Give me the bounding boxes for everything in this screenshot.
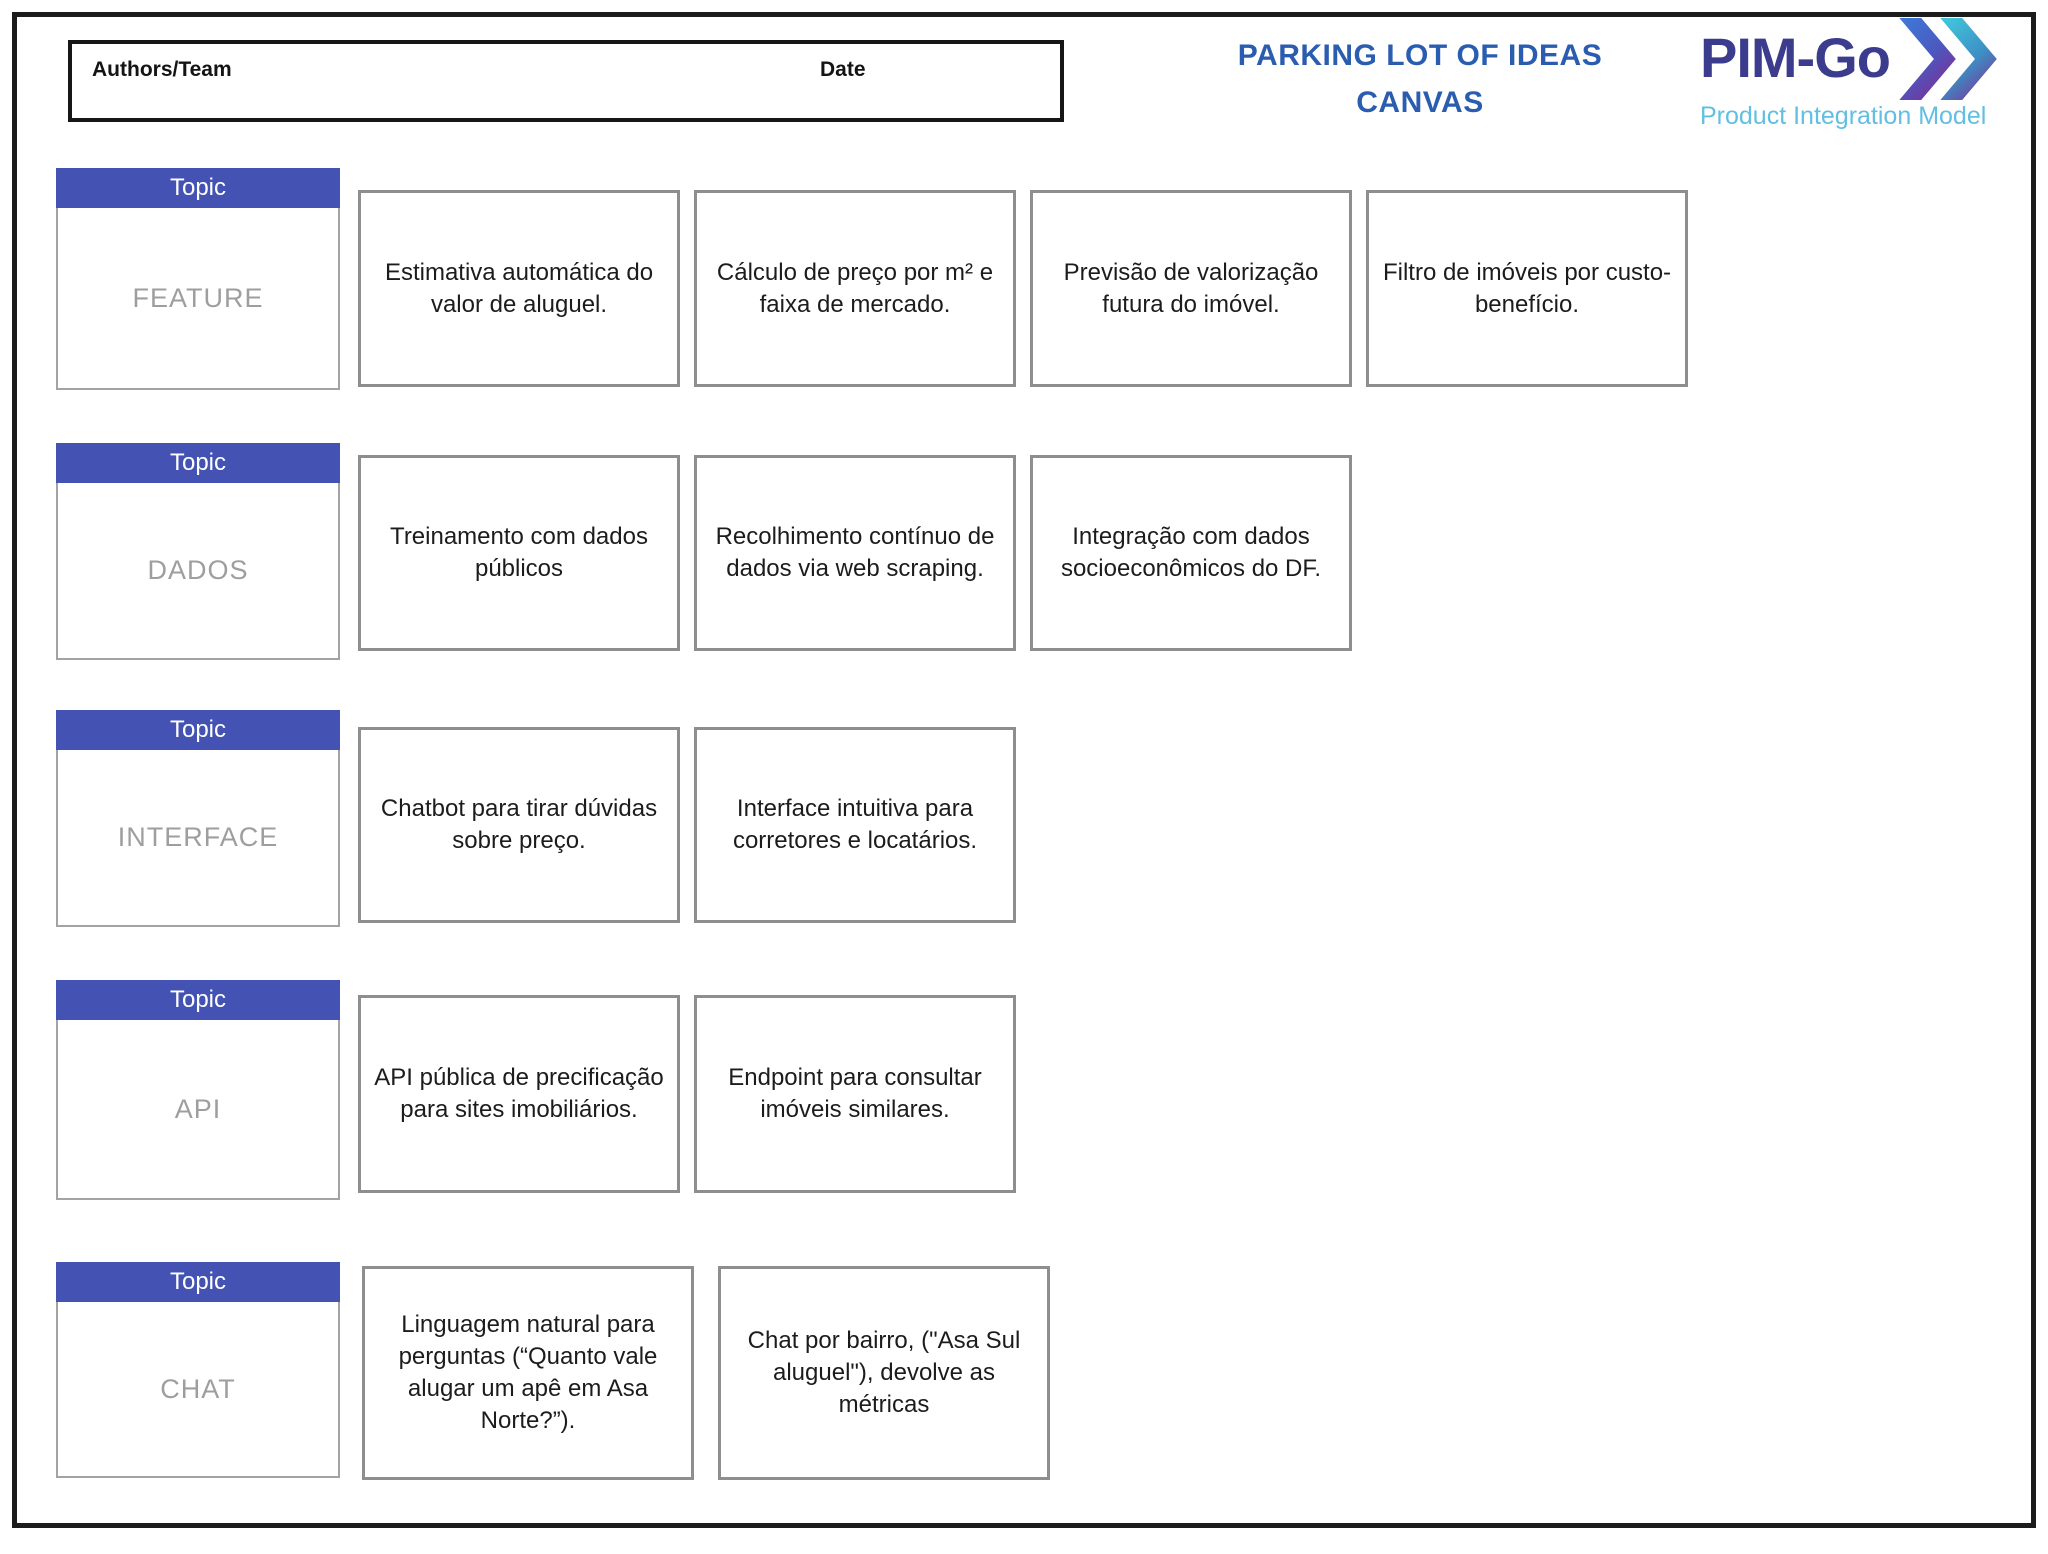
topic-card-header: Topic — [56, 710, 340, 750]
idea-card[interactable]: Linguagem natural para perguntas (“Quant… — [362, 1266, 694, 1480]
page-title: PARKING LOT OF IDEAS CANVAS — [1120, 32, 1720, 126]
authors-team-box[interactable]: Authors/Team Date — [68, 40, 1064, 122]
topic-name: FEATURE — [132, 282, 264, 313]
idea-card[interactable]: Previsão de valorização futura do imóvel… — [1030, 190, 1352, 387]
idea-card[interactable]: Cálculo de preço por m² e faixa de merca… — [694, 190, 1016, 387]
topic-card-chat[interactable]: Topic CHAT — [56, 1262, 340, 1478]
topic-card-feature[interactable]: Topic FEATURE — [56, 168, 340, 390]
authors-team-label: Authors/Team — [92, 58, 232, 81]
topic-name: CHAT — [160, 1373, 236, 1404]
pim-go-logo: PIM-Go Product Inte — [1700, 16, 2020, 131]
idea-card[interactable]: Chat por bairro, ("Asa Sul aluguel"), de… — [718, 1266, 1050, 1480]
topic-card-header: Topic — [56, 168, 340, 208]
topic-card-header: Topic — [56, 443, 340, 483]
logo-subtitle: Product Integration Model — [1700, 102, 1987, 130]
double-chevron-icon — [1899, 18, 1997, 100]
idea-card[interactable]: Estimativa automática do valor de alugue… — [358, 190, 680, 387]
page-title-line2: CANVAS — [1356, 86, 1484, 119]
idea-card[interactable]: Interface intuitiva para corretores e lo… — [694, 727, 1016, 923]
idea-card[interactable]: API pública de precificação para sites i… — [358, 995, 680, 1193]
topic-card-dados[interactable]: Topic DADOS — [56, 443, 340, 660]
idea-card[interactable]: Filtro de imóveis por custo-benefício. — [1366, 190, 1688, 387]
topic-card-header: Topic — [56, 1262, 340, 1302]
topic-card-interface[interactable]: Topic INTERFACE — [56, 710, 340, 927]
topic-name: INTERFACE — [117, 822, 279, 852]
idea-card[interactable]: Recolhimento contínuo de dados via web s… — [694, 455, 1016, 651]
topic-name: DADOS — [147, 555, 249, 585]
date-label: Date — [820, 58, 866, 81]
idea-card[interactable]: Endpoint para consultar imóveis similare… — [694, 995, 1016, 1193]
logo-wordmark: PIM-Go — [1700, 26, 1891, 89]
topic-name: API — [174, 1093, 222, 1124]
idea-card[interactable]: Integração com dados socioeconômicos do … — [1030, 455, 1352, 651]
topic-card-header: Topic — [56, 980, 340, 1020]
page-title-line1: PARKING LOT OF IDEAS — [1237, 39, 1603, 72]
topic-card-api[interactable]: Topic API — [56, 980, 340, 1200]
idea-card[interactable]: Treinamento com dados públicos — [358, 455, 680, 651]
idea-card[interactable]: Chatbot para tirar dúvidas sobre preço. — [358, 727, 680, 923]
